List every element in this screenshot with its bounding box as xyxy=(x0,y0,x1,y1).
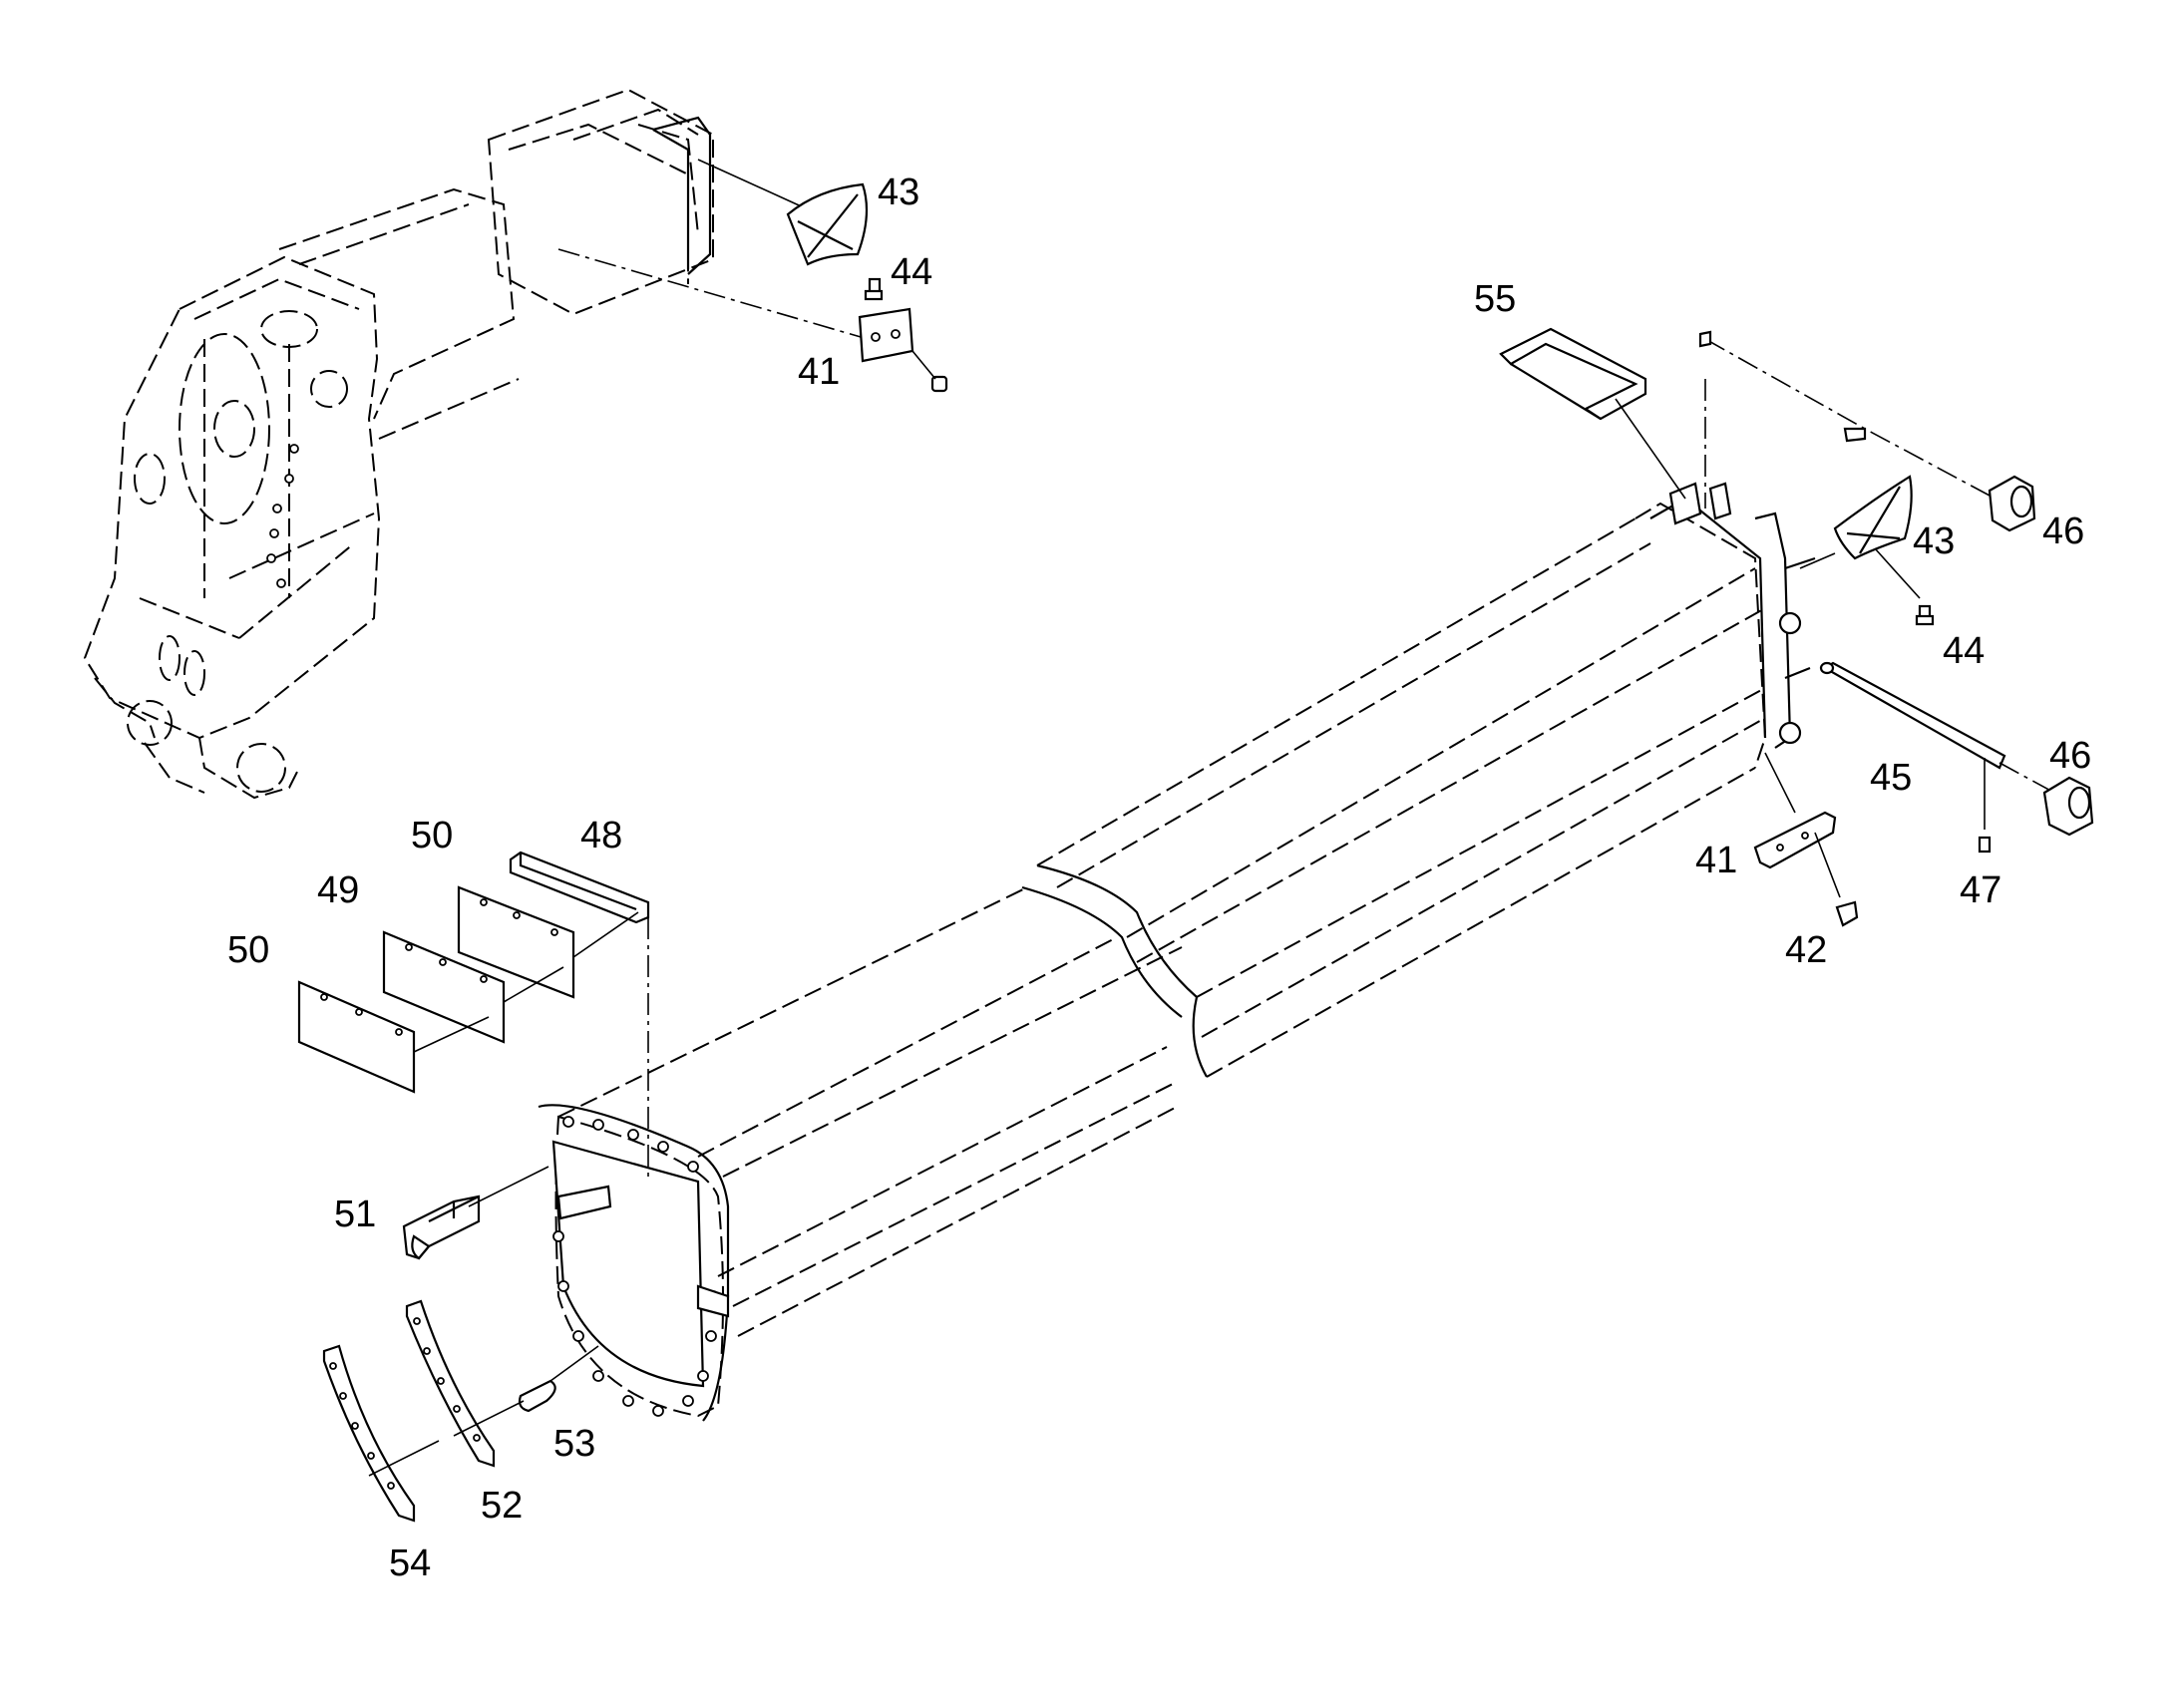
pin-45 xyxy=(1819,661,2006,770)
callout-49: 49 xyxy=(317,869,359,911)
callout-48: 48 xyxy=(580,815,622,856)
callout-54: 54 xyxy=(389,1542,431,1584)
callout-41-upper: 41 xyxy=(798,351,840,393)
callout-44-right: 44 xyxy=(1943,630,1985,672)
upper-wear-pad-group xyxy=(557,159,948,393)
callout-45: 45 xyxy=(1870,757,1912,799)
wear-plate-41-upper xyxy=(858,307,914,363)
grease-nipple-44-right xyxy=(1915,604,1935,626)
callout-52: 52 xyxy=(481,1485,523,1527)
callout-42: 42 xyxy=(1785,929,1827,971)
plug-47 xyxy=(1978,836,1992,854)
slide-block-51 xyxy=(402,1195,481,1260)
callout-46-lower: 46 xyxy=(2049,735,2091,777)
callout-labels: 43 44 41 55 46 43 44 46 45 41 47 42 50 4… xyxy=(227,171,2091,1584)
callout-47: 47 xyxy=(1960,869,2001,911)
telescopic-boom-section xyxy=(538,330,2005,1422)
bar-48 xyxy=(509,851,650,924)
callout-53: 53 xyxy=(553,1423,595,1465)
callout-43-right: 43 xyxy=(1913,520,1955,562)
plate-50-upper xyxy=(457,885,575,999)
callout-51: 51 xyxy=(334,1194,376,1235)
callout-50-upper: 50 xyxy=(411,815,453,856)
callout-50-lower: 50 xyxy=(227,929,269,971)
outer-end-parts xyxy=(1499,327,2094,927)
strip-52 xyxy=(405,1299,496,1468)
cover-plate-55 xyxy=(1499,327,1647,421)
screw-upper xyxy=(930,375,948,393)
link-53 xyxy=(518,1379,556,1413)
callout-46-upper: 46 xyxy=(2042,511,2084,552)
bushing-46-upper xyxy=(1988,475,2036,532)
screw-42 xyxy=(1835,900,1859,927)
strip-54 xyxy=(322,1344,416,1523)
plate-50-lower xyxy=(297,980,416,1094)
callout-41-right: 41 xyxy=(1695,840,1737,881)
grease-nipple-44-upper xyxy=(864,277,884,301)
callout-44-upper: 44 xyxy=(891,251,932,293)
plate-49 xyxy=(382,930,506,1044)
wear-plate-41-right xyxy=(1753,811,1837,869)
wear-pad-43-right xyxy=(1833,475,1913,560)
callout-43-upper: 43 xyxy=(878,171,919,213)
boom-head-assembly xyxy=(83,88,714,800)
callout-55: 55 xyxy=(1474,278,1516,320)
inner-end-parts xyxy=(297,851,650,1523)
wear-pad-43-upper xyxy=(786,182,869,266)
bushing-46-lower xyxy=(2042,776,2094,837)
